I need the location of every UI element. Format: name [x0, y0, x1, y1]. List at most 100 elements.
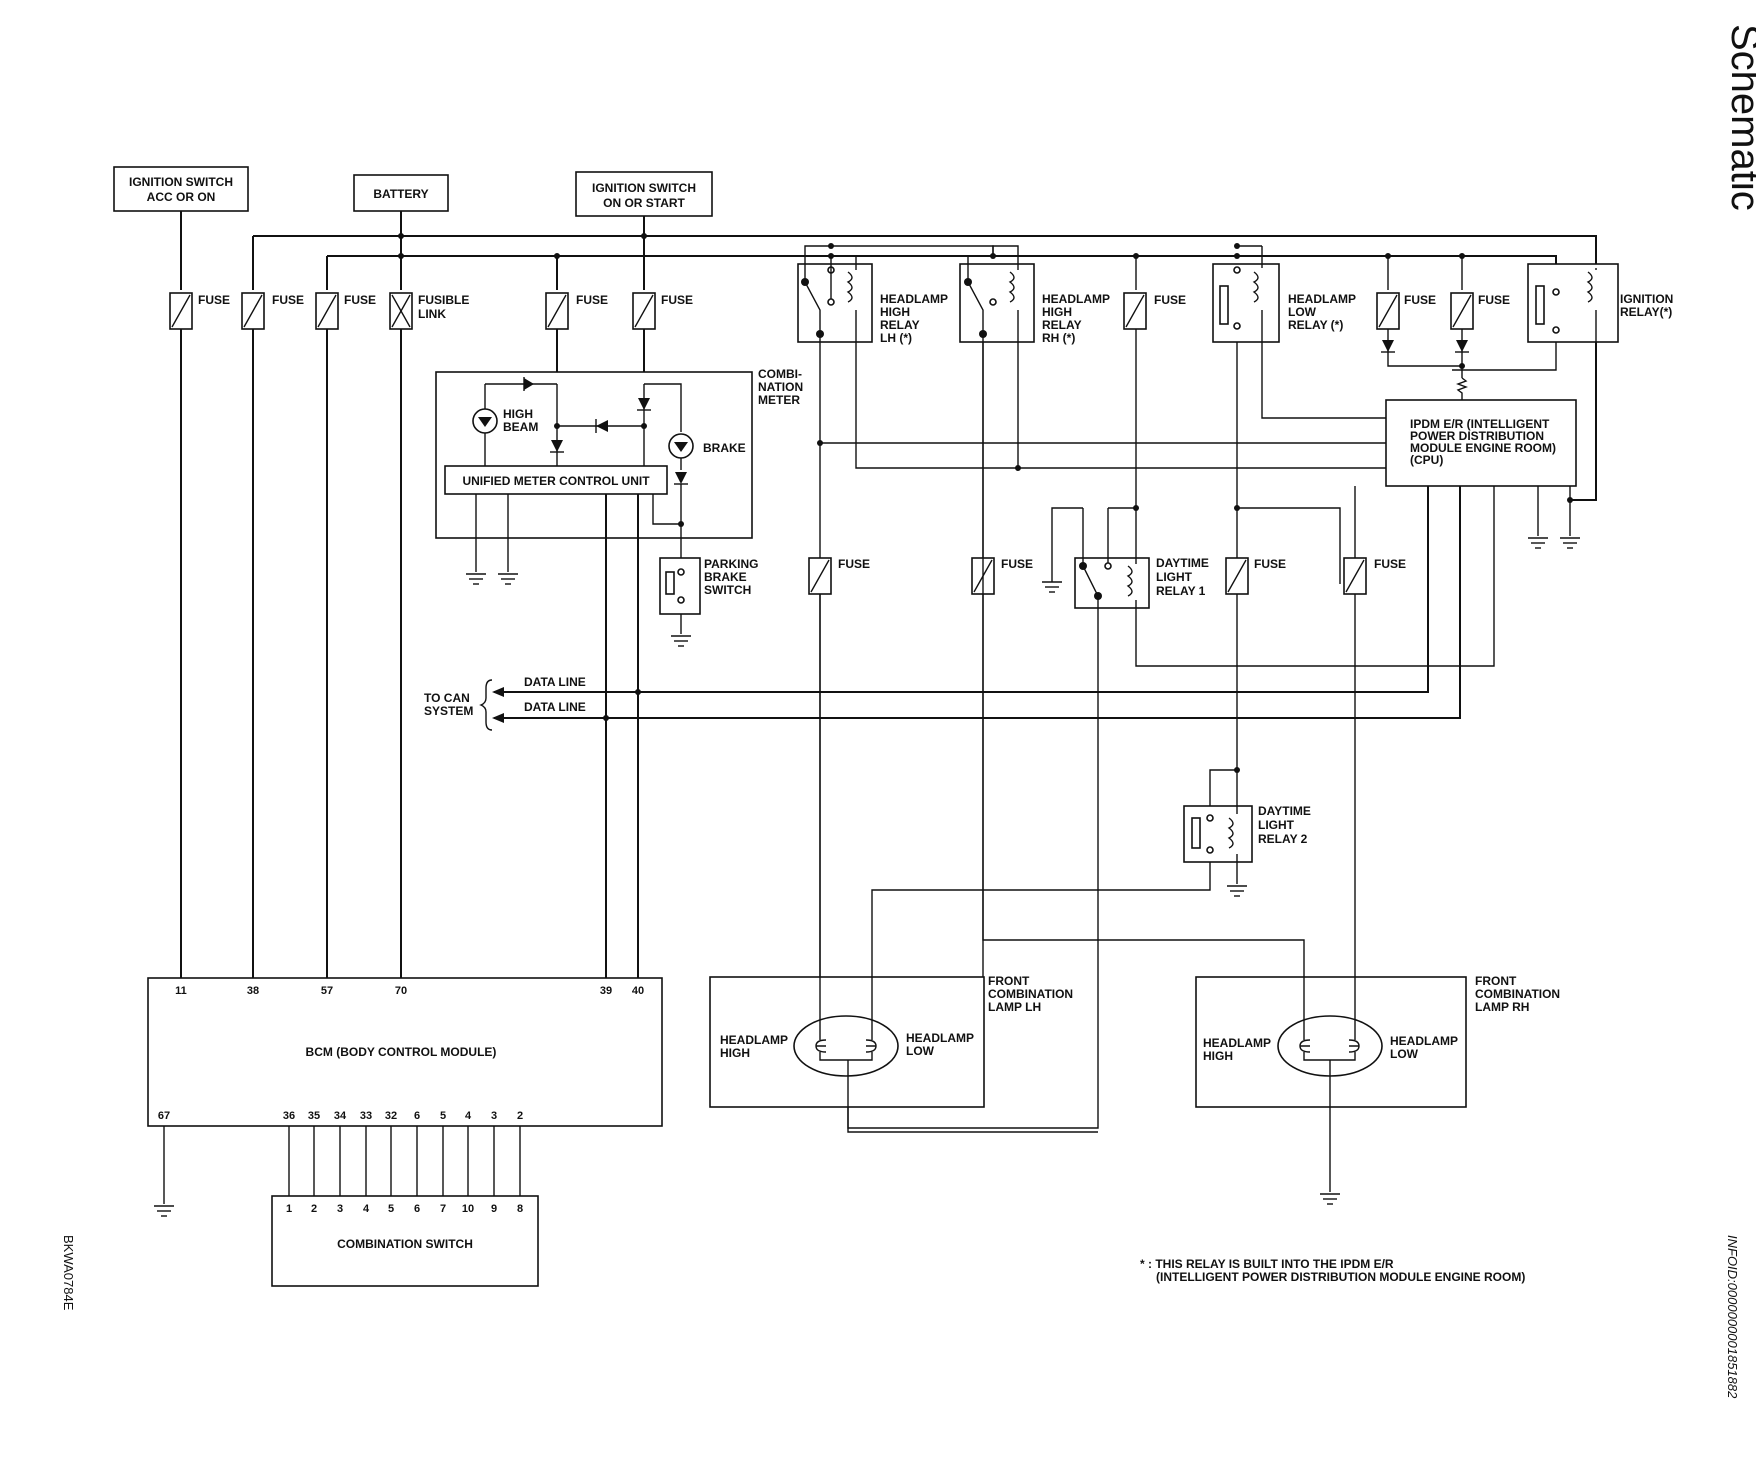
fuse-ign-acc: FUSE [169, 292, 230, 330]
front-combination-lamp-lh: FRONT COMBINATION LAMP LH HEADLAMP HIGH … [709, 974, 1098, 1133]
svg-text:DATA LINE: DATA LINE [524, 700, 586, 714]
combination-switch: COMBINATION SWITCH 1 2 3 4 5 6 7 10 9 8 [271, 1195, 539, 1287]
svg-text:* : THIS RELAY IS BUILT INTO T: * : THIS RELAY IS BUILT INTO THE IPDM E/… [1140, 1257, 1394, 1271]
combination-meter: COMBI- NATION METER HIGH BEAM BRAKE UNIF… [435, 367, 803, 978]
svg-text:LOW: LOW [906, 1044, 935, 1058]
svg-text:RELAY 2: RELAY 2 [1258, 832, 1308, 846]
svg-text:HEADLAMP: HEADLAMP [1390, 1034, 1458, 1048]
svg-text:LOW: LOW [1390, 1047, 1419, 1061]
svg-text:FUSE: FUSE [1374, 557, 1406, 571]
svg-text:COMBINATION: COMBINATION [988, 987, 1073, 1001]
headlamp-low-relay: HEADLAMP LOW RELAY (*) [1212, 245, 1386, 419]
bcm-pin: 67 [158, 1110, 170, 1122]
bcm-pin: 57 [321, 985, 333, 997]
svg-text:ON OR START: ON OR START [603, 196, 685, 210]
switch-pin: 7 [440, 1203, 446, 1215]
bcm-pin: 70 [395, 985, 407, 997]
fuse-38: FUSE [241, 292, 304, 330]
lamp-feed-wires [819, 342, 1305, 1025]
svg-text:FUSE: FUSE [344, 293, 376, 307]
svg-text:HEADLAMP: HEADLAMP [1288, 292, 1356, 306]
svg-text:POWER DISTRIBUTION: POWER DISTRIBUTION [1410, 429, 1544, 443]
bcm-pin: 4 [465, 1110, 472, 1122]
svg-text:HEADLAMP: HEADLAMP [880, 292, 948, 306]
svg-text:HIGH: HIGH [1042, 305, 1072, 319]
svg-text:FUSE: FUSE [838, 557, 870, 571]
fuse-lower-lh: FUSE [808, 557, 870, 595]
svg-text:RH (*): RH (*) [1042, 331, 1075, 345]
svg-text:FUSE: FUSE [1154, 293, 1186, 307]
svg-text:LH (*): LH (*) [880, 331, 912, 345]
svg-text:BCM (BODY CONTROL MODULE): BCM (BODY CONTROL MODULE) [306, 1045, 497, 1059]
fuse-ipdm-a: FUSE [1376, 292, 1436, 330]
footnote: * : THIS RELAY IS BUILT INTO THE IPDM E/… [1140, 1257, 1525, 1284]
svg-text:BRAKE: BRAKE [703, 441, 746, 455]
fusible-link: FUSIBLE LINK [389, 292, 469, 330]
page-title: Schematic [1723, 24, 1756, 211]
svg-text:METER: METER [758, 393, 800, 407]
svg-text:IGNITION SWITCH: IGNITION SWITCH [592, 181, 696, 195]
switch-pin: 8 [517, 1203, 523, 1215]
fuse-ipdm-b: FUSE [1450, 292, 1510, 330]
bcm-pin: 34 [334, 1110, 347, 1122]
fuse-57: FUSE [315, 292, 376, 330]
svg-text:LOW: LOW [1288, 305, 1317, 319]
switch-pin: 4 [363, 1203, 370, 1215]
svg-text:HIGH: HIGH [720, 1046, 750, 1060]
bcm-pin: 33 [360, 1110, 372, 1122]
ipdm-grounds [1528, 537, 1580, 549]
switch-pin: 3 [337, 1203, 343, 1215]
fuse-output-wires [180, 256, 645, 978]
svg-text:COMBINATION: COMBINATION [1475, 987, 1560, 1001]
meter-grounds [466, 573, 518, 585]
svg-text:HEADLAMP: HEADLAMP [1203, 1036, 1271, 1050]
bcm-pin: 39 [600, 985, 612, 997]
ipdm-fuse-diodes [1381, 256, 1469, 400]
svg-text:PARKING: PARKING [704, 557, 758, 571]
figure-code: BKWA0784E [61, 1235, 76, 1311]
bcm-pin: 11 [175, 985, 187, 997]
svg-text:RELAY: RELAY [1042, 318, 1082, 332]
svg-text:LAMP RH: LAMP RH [1475, 1000, 1529, 1014]
svg-text:FUSE: FUSE [1404, 293, 1436, 307]
svg-text:RELAY 1: RELAY 1 [1156, 584, 1206, 598]
headlamp-high-relay-lh: HEADLAMP HIGH RELAY LH (*) [797, 243, 994, 345]
switch-pin: 6 [414, 1203, 420, 1215]
fuse-lower-rh: FUSE [971, 557, 1033, 595]
svg-text:FUSE: FUSE [272, 293, 304, 307]
svg-text:LIGHT: LIGHT [1258, 818, 1295, 832]
fuse-meter-a: FUSE [545, 292, 608, 330]
switch-pin: 5 [388, 1203, 394, 1215]
fuse-dtl: FUSE [1123, 292, 1186, 330]
fuse-meter-b: FUSE [632, 292, 693, 330]
bcm-pin: 5 [440, 1110, 446, 1122]
svg-text:IGNITION SWITCH: IGNITION SWITCH [129, 175, 233, 189]
svg-text:SWITCH: SWITCH [704, 583, 751, 597]
svg-text:FUSE: FUSE [1478, 293, 1510, 307]
bcm-pin: 38 [247, 985, 259, 997]
bcm-pin: 40 [632, 985, 644, 997]
svg-text:MODULE ENGINE ROOM): MODULE ENGINE ROOM) [1410, 441, 1556, 455]
svg-text:FUSIBLE: FUSIBLE [418, 293, 469, 307]
switch-pin: 1 [286, 1203, 292, 1215]
lower-fuse-wires [1236, 486, 1356, 1000]
fuse-lower-dtl: FUSE [1225, 557, 1286, 595]
svg-text:COMBI-: COMBI- [758, 367, 802, 381]
svg-text:TO CAN: TO CAN [424, 691, 470, 705]
bcm-pin: 36 [283, 1110, 295, 1122]
switch-pin: 10 [462, 1203, 474, 1215]
svg-text:LINK: LINK [418, 307, 446, 321]
svg-text:NATION: NATION [758, 380, 803, 394]
svg-text:ACC OR ON: ACC OR ON [147, 190, 216, 204]
svg-text:RELAY (*): RELAY (*) [1288, 318, 1343, 332]
bcm-pin: 3 [491, 1110, 497, 1122]
svg-text:(CPU): (CPU) [1410, 453, 1443, 467]
svg-text:LIGHT: LIGHT [1156, 570, 1193, 584]
parking-brake-switch: PARKING BRAKE SWITCH [659, 524, 758, 647]
svg-text:SYSTEM: SYSTEM [424, 704, 473, 718]
ignition-acc-source: IGNITION SWITCH ACC OR ON [113, 166, 249, 212]
svg-text:LAMP LH: LAMP LH [988, 1000, 1041, 1014]
info-id: INFOID:0000000001851882 [1725, 1235, 1740, 1399]
svg-text:UNIFIED METER CONTROL UNIT: UNIFIED METER CONTROL UNIT [462, 474, 650, 488]
